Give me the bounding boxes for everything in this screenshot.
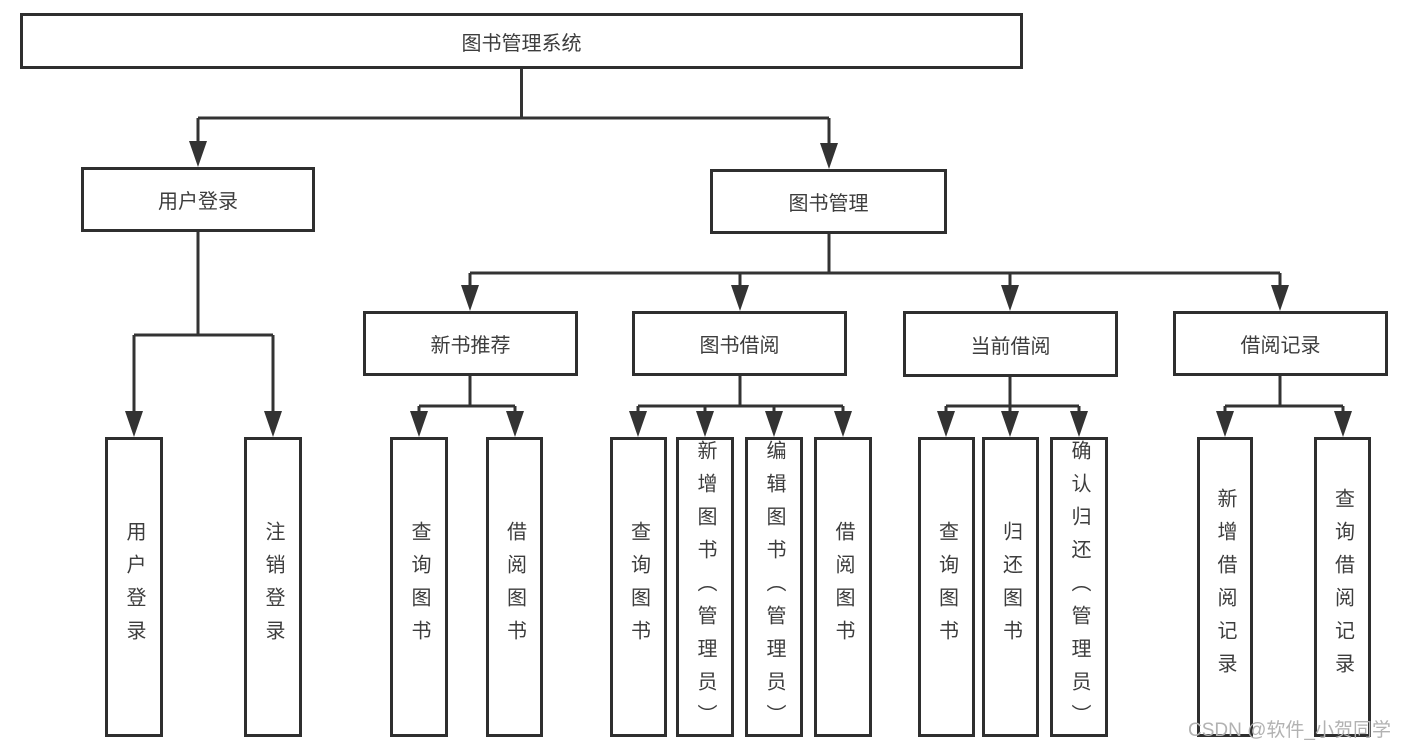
node-library-management-system-label: 图书管理系统: [461, 32, 582, 55]
node-user-login-label: 用户登录: [158, 191, 238, 213]
node-book-borrowing-label: 图书借阅: [699, 335, 780, 357]
leaf-logout: 注销登录: [244, 437, 302, 737]
leaf-borrow-books-recommend-label: 借阅图书: [503, 521, 526, 653]
leaf-edit-book-admin-label: 编辑图书（管理员）: [763, 440, 785, 737]
leaf-edit-book-admin: 编辑图书（管理员）: [745, 437, 803, 737]
node-book-management-label: 图书管理: [788, 193, 869, 215]
leaf-add-book-admin: 新增图书（管理员）: [676, 437, 734, 737]
leaf-borrow-books-borrowing-label: 借阅图书: [832, 521, 854, 653]
csdn-watermark: CSDN @软件_小贺同学: [1188, 720, 1391, 741]
leaf-user-login: 用户登录: [105, 437, 163, 737]
leaf-query-books-borrowing: 查询图书: [610, 437, 667, 737]
leaf-query-books-recommend-label: 查询图书: [408, 521, 430, 653]
leaf-query-borrow-record: 查询借阅记录: [1314, 437, 1371, 737]
leaf-query-books-recommend: 查询图书: [390, 437, 448, 737]
node-book-borrowing: 图书借阅: [632, 311, 847, 376]
leaf-query-books-current: 查询图书: [918, 437, 975, 737]
node-borrowing-records: 借阅记录: [1173, 311, 1388, 376]
leaf-add-borrow-record: 新增借阅记录: [1197, 437, 1253, 737]
node-book-management: 图书管理: [710, 169, 947, 234]
node-current-borrowing-label: 当前借阅: [970, 335, 1051, 358]
node-new-book-recommendation-label: 新书推荐: [430, 335, 511, 357]
node-new-book-recommendation: 新书推荐: [363, 311, 578, 376]
leaf-query-books-borrowing-label: 查询图书: [627, 521, 650, 653]
leaf-add-book-admin-label: 新增图书（管理员）: [694, 440, 716, 737]
leaf-borrow-books-recommend: 借阅图书: [486, 437, 543, 737]
leaf-query-books-current-label: 查询图书: [935, 521, 958, 653]
leaf-confirm-return-admin: 确认归还（管理员）: [1050, 437, 1108, 737]
leaf-return-books: 归还图书: [982, 437, 1039, 737]
connector-paths: [132, 69, 1345, 431]
node-borrowing-records-label: 借阅记录: [1240, 335, 1321, 357]
node-user-login: 用户登录: [81, 167, 315, 232]
leaf-user-login-label: 用户登录: [123, 521, 145, 653]
arrowheads: [125, 141, 1352, 437]
node-library-management-system: 图书管理系统: [20, 13, 1023, 69]
leaf-add-borrow-record-label: 新增借阅记录: [1214, 488, 1236, 686]
leaf-logout-label: 注销登录: [262, 521, 284, 653]
leaf-return-books-label: 归还图书: [999, 521, 1022, 653]
leaf-borrow-books-borrowing: 借阅图书: [814, 437, 872, 737]
leaf-confirm-return-admin-label: 确认归还（管理员）: [1068, 440, 1090, 737]
leaf-query-borrow-record-label: 查询借阅记录: [1331, 488, 1354, 686]
node-current-borrowing: 当前借阅: [903, 311, 1118, 377]
